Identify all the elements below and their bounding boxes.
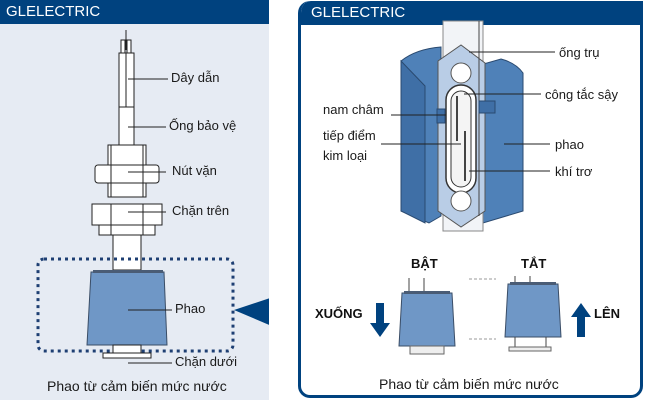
state-on-label: BẬT — [411, 256, 438, 271]
float-top-cap — [93, 270, 163, 273]
label-nut: Nút vặn — [172, 163, 217, 178]
reed-switch-diagram — [370, 20, 591, 355]
label-inert-gas: khí trơ — [555, 164, 593, 179]
label-float: Phao — [175, 301, 206, 316]
label-metal-contact-2: kim loại — [323, 148, 368, 163]
nut — [94, 144, 160, 198]
wire-2 — [126, 39, 132, 55]
right-panel: GLELECTRIC — [298, 1, 643, 398]
magnet-right — [478, 100, 496, 114]
state-off-label: TẮT — [521, 256, 547, 271]
float-on-state — [398, 278, 456, 355]
magnet-left — [436, 108, 446, 124]
callout-pointer — [234, 298, 269, 325]
float-off-state — [504, 276, 562, 352]
label-protective-tube: Ống bảo vệ — [169, 118, 237, 133]
stem — [112, 234, 142, 271]
reed-switch — [445, 62, 477, 212]
label-metal-contact-1: tiếp điểm — [323, 128, 376, 143]
lower-stopper — [102, 352, 152, 359]
wire-1 — [120, 39, 126, 55]
left-panel: GLELECTRIC — [0, 0, 269, 400]
label-upper-stopper: Chặn trên — [172, 203, 230, 218]
float-body — [86, 271, 168, 346]
direction-up-label: LÊN — [594, 306, 620, 321]
label-magnet: nam châm — [323, 102, 384, 117]
label-tube: ống trụ — [559, 45, 600, 60]
label-conductor: Dây dẫn — [171, 70, 220, 85]
protective-tube — [118, 106, 135, 146]
label-float: phao — [555, 137, 584, 152]
label-lower-stopper: Chặn dưới — [175, 354, 238, 369]
label-reed-switch: công tắc sậy — [545, 87, 618, 102]
arrow-down-icon — [370, 303, 390, 337]
arrow-up-icon — [571, 303, 591, 337]
conductor-wires — [118, 30, 135, 108]
lower-stem — [112, 344, 142, 354]
upper-stopper — [91, 203, 163, 236]
left-brand-header: GLELECTRIC — [0, 0, 269, 24]
float-sensor-diagram — [36, 30, 269, 364]
direction-down-label: XUỐNG — [315, 306, 363, 321]
left-caption: Phao từ cảm biến mức nước — [47, 378, 227, 394]
right-caption: Phao từ cảm biến mức nước — [379, 376, 559, 392]
